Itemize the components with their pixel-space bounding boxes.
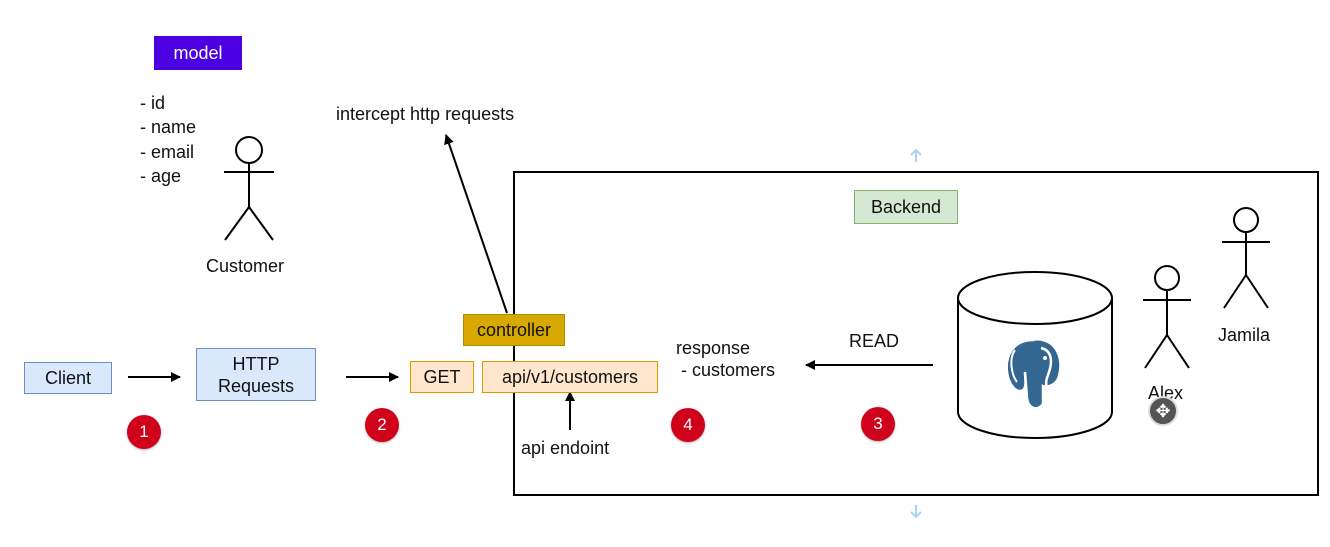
model-field-name: - name — [140, 117, 197, 137]
customer-actor-label: Customer — [206, 256, 285, 276]
http-requests-box[interactable]: HTTP Requests — [196, 348, 316, 401]
step-badge-2: 2 — [365, 408, 399, 442]
read-label: READ — [849, 331, 900, 351]
customer-actor-figure — [224, 136, 274, 241]
jamila-actor-figure — [1222, 207, 1270, 309]
move-cursor-icon: ✥ — [1148, 396, 1178, 426]
client-box[interactable]: Client — [24, 362, 112, 394]
backend-label[interactable]: Backend — [854, 190, 958, 224]
step-badge-1: 1 — [127, 415, 161, 449]
model-field-id: - id — [140, 93, 166, 113]
model-field-email: - email — [140, 142, 195, 162]
response-label: response — [676, 338, 751, 358]
intercept-label: intercept http requests — [336, 104, 515, 124]
step-badge-4: 4 — [671, 408, 705, 442]
model-label[interactable]: model — [154, 36, 242, 70]
postgres-elephant-icon — [1005, 338, 1062, 410]
controller-label[interactable]: controller — [463, 314, 565, 346]
alex-actor-figure — [1143, 265, 1191, 369]
arrow-controller-to-intercept — [444, 134, 508, 314]
get-method-box[interactable]: GET — [410, 361, 474, 393]
response-item-customers: - customers — [681, 360, 776, 380]
jamila-actor-label: Jamila — [1218, 325, 1271, 345]
model-field-age: - age — [140, 166, 182, 186]
api-endpoint-label: api endoint — [521, 438, 610, 458]
selection-handles — [910, 148, 922, 519]
step-badge-3: 3 — [861, 407, 895, 441]
api-path-box[interactable]: api/v1/customers — [482, 361, 658, 393]
